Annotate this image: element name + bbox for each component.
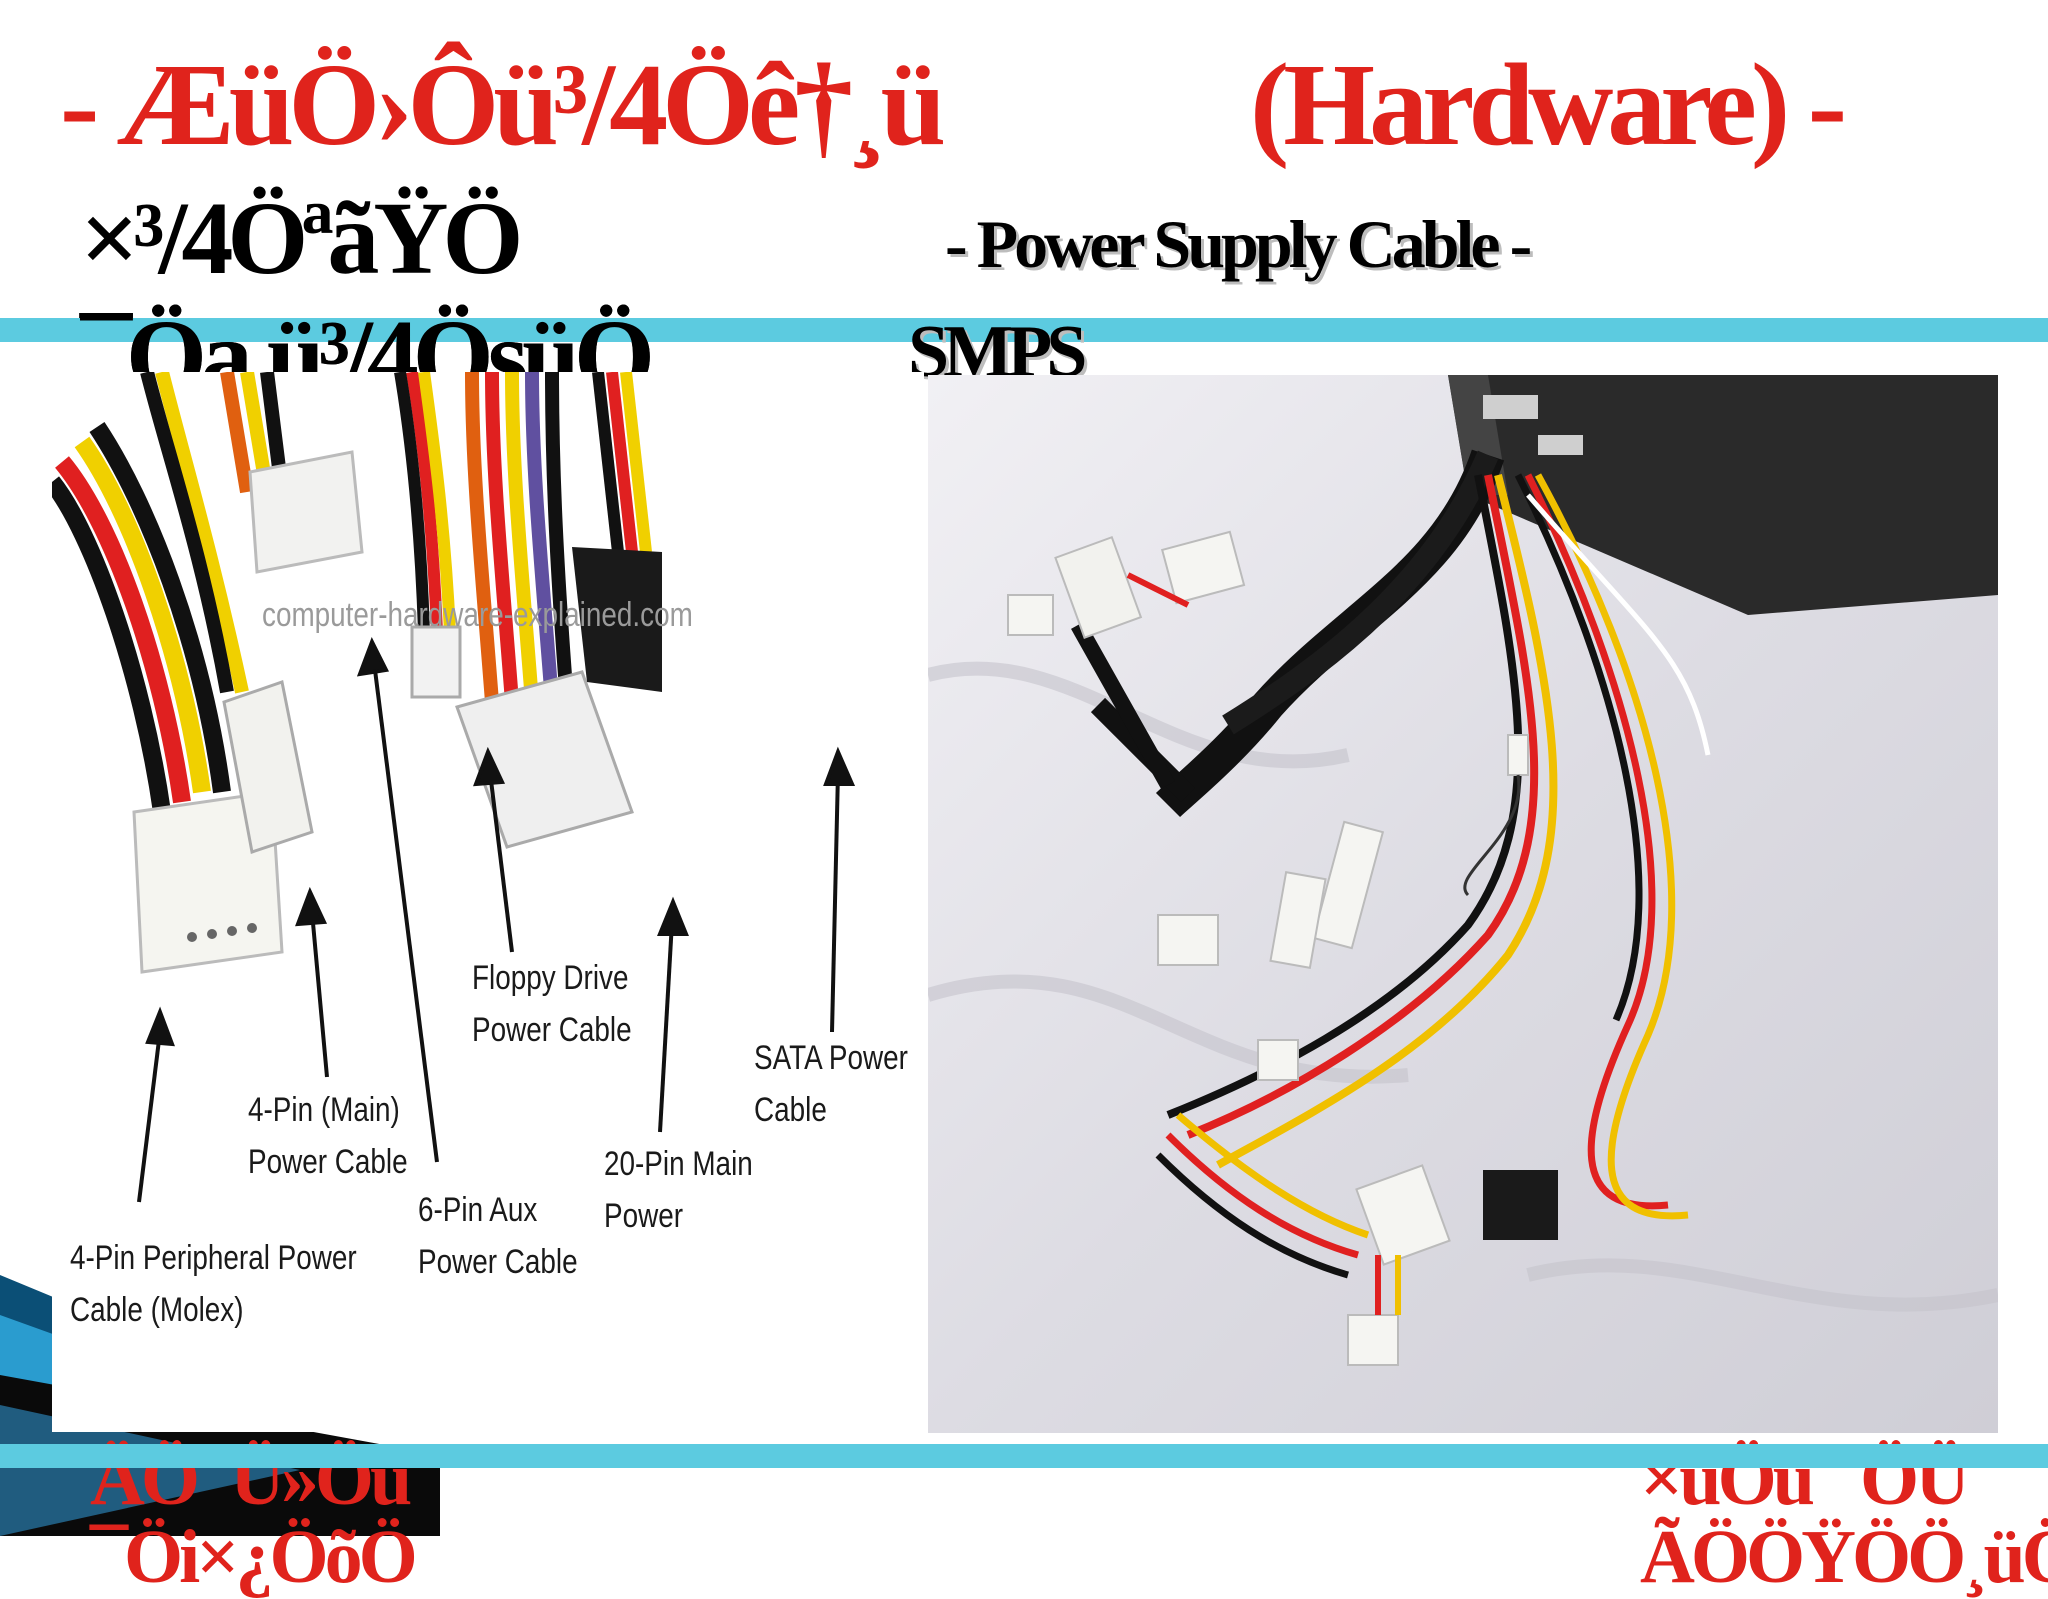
label-floppy-line2: Power Cable bbox=[472, 1011, 632, 1049]
label-molex-line1: 4-Pin Peripheral Power bbox=[70, 1239, 357, 1277]
label-sata-line2: Cable bbox=[754, 1091, 827, 1129]
six-pin-connector-drawing bbox=[220, 372, 364, 574]
subtitle-left-line2-overlap: ¯Öa.ü³/4ÖsüÖ bbox=[80, 299, 655, 378]
bottom-right-line2: ÃÖÖŸÖÖ¸üÖ bbox=[1640, 1515, 2048, 1599]
subtitle-power-supply-cable: - Power Supply Cable - bbox=[945, 206, 1532, 282]
label-floppy-line1: Floppy Drive bbox=[472, 959, 629, 997]
connector-diagram-drawing bbox=[52, 372, 856, 1203]
floppy-connector-drawing bbox=[394, 372, 462, 699]
label-20pin-main: 20-Pin Main Power bbox=[604, 1138, 753, 1242]
top-accent-band bbox=[0, 318, 2048, 342]
sata-connector-drawing bbox=[572, 372, 662, 692]
label-sata-line1: SATA Power bbox=[754, 1039, 908, 1077]
label-molex-line2: Cable (Molex) bbox=[70, 1291, 244, 1329]
label-sata-power: SATA Power Cable bbox=[754, 1032, 908, 1136]
label-floppy-drive: Floppy Drive Power Cable bbox=[472, 952, 632, 1056]
diagram-arrows bbox=[137, 637, 856, 1203]
title-hardware: (Hardware) - bbox=[1250, 39, 1847, 170]
label-molex: 4-Pin Peripheral Power Cable (Molex) bbox=[70, 1232, 357, 1336]
label-4pin-line1: 4-Pin (Main) bbox=[248, 1091, 400, 1129]
smps-photo-image bbox=[928, 375, 1998, 1433]
label-20pin-line2: Power bbox=[604, 1197, 684, 1235]
bottom-accent-band bbox=[0, 1444, 2048, 1468]
connector-diagram-image: computer-hardware-explained.com Floppy D… bbox=[52, 372, 924, 1432]
title-marathi: - ÆüÖ›Ôü³/4Öê†¸ü bbox=[60, 39, 946, 170]
slide-title: - ÆüÖ›Ôü³/4Öê†¸ü (Hardware) - bbox=[60, 40, 2020, 170]
label-4pin-main: 4-Pin (Main) Power Cable bbox=[248, 1084, 408, 1188]
label-6pin-line2: Power Cable bbox=[418, 1243, 578, 1281]
label-20pin-line1: 20-Pin Main bbox=[604, 1145, 753, 1183]
subtitle-left-line1: ×³/4ÖªãŸÖ bbox=[80, 181, 523, 296]
subtitle-left-overlap: ¯Öa.ü³/4ÖsüÖ bbox=[80, 298, 680, 378]
molex-connector-drawing bbox=[52, 422, 284, 974]
smps-photo-drawing bbox=[928, 375, 1998, 1433]
bottom-left-line2: ¯Öi×¿ÖõÖ bbox=[90, 1515, 418, 1599]
twenty-pin-connector-drawing bbox=[455, 372, 634, 849]
diagram-watermark: computer-hardware-explained.com bbox=[262, 596, 693, 634]
label-6pin-line1: 6-Pin Aux bbox=[418, 1191, 538, 1229]
four-pin-connector-drawing bbox=[140, 372, 314, 854]
label-4pin-line2: Power Cable bbox=[248, 1143, 408, 1181]
label-6pin-aux: 6-Pin Aux Power Cable bbox=[418, 1184, 578, 1288]
